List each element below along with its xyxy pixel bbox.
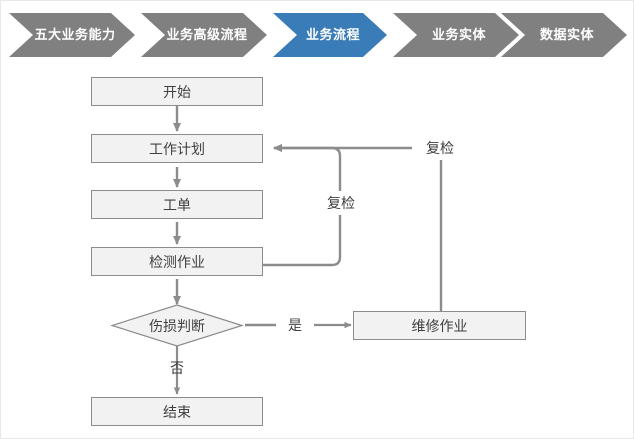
edge-label-recheck-inner-text: 复检 [327,195,355,211]
edge-label-no: 否 [161,356,193,380]
node-end-label: 结束 [163,403,191,420]
node-workorder[interactable]: 工单 [91,190,263,219]
chevron-shape-2[interactable] [273,13,387,57]
node-inspect[interactable]: 检测作业 [91,247,263,276]
node-decision[interactable]: 伤损判断 [112,305,242,346]
breadcrumb-shapes [9,13,627,57]
node-start[interactable]: 开始 [91,77,263,106]
node-workplan[interactable]: 工作计划 [91,134,263,163]
node-repair-label: 维修作业 [411,317,468,334]
node-start-label: 开始 [163,83,191,100]
node-workorder-label: 工单 [163,196,191,213]
edge-label-yes: 是 [279,313,311,337]
node-workplan-label: 工作计划 [149,140,205,157]
edge-label-recheck-outer: 复检 [412,136,468,160]
edge-label-recheck-inner: 复检 [315,191,367,215]
chevron-shape-1[interactable] [141,13,267,57]
edge-recheck-outer [273,144,443,311]
edge-label-yes-text: 是 [288,317,302,333]
edge-label-no-text: 否 [170,360,184,376]
chevron-shape-4[interactable] [501,13,627,57]
node-decision-shape[interactable] [110,304,244,347]
node-repair[interactable]: 维修作业 [353,311,526,340]
node-end[interactable]: 结束 [91,397,263,426]
node-decision-label: 伤损判断 [149,317,205,334]
chevron-shape-3[interactable] [393,13,519,57]
edge-label-recheck-outer-text: 复检 [426,140,454,156]
chevron-shape-0[interactable] [9,13,135,57]
node-inspect-label: 检测作业 [149,253,205,270]
